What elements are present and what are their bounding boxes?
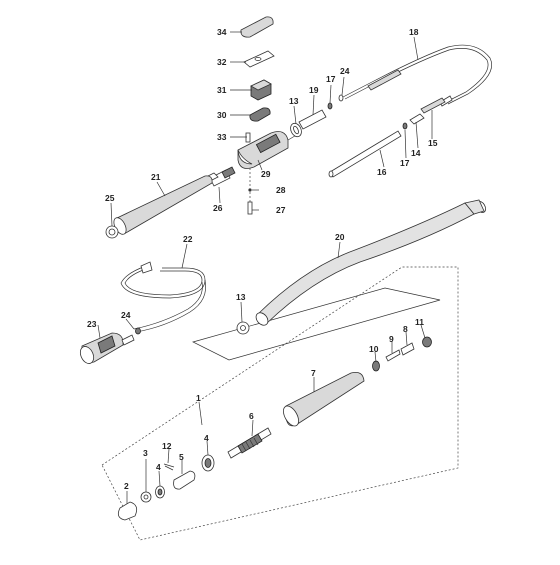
callout-1: 1 <box>196 393 201 403</box>
callout-34: 34 <box>217 27 227 37</box>
part-17-clip-top <box>327 102 333 110</box>
part-25-ring <box>105 225 119 239</box>
callout-17-top: 17 <box>326 74 336 84</box>
part-18-cable <box>342 44 492 107</box>
part-34-grip-cover <box>240 16 274 38</box>
callout-3: 3 <box>143 448 148 458</box>
callout-13-top: 13 <box>289 96 299 106</box>
part-15-cable-end <box>420 97 446 114</box>
part-20-flex-shaft <box>192 199 486 361</box>
part-8-sleeve <box>400 342 415 356</box>
part-9-pin <box>385 349 401 362</box>
group-1-boundary <box>101 266 459 541</box>
callout-6: 6 <box>249 411 254 421</box>
callout-labels: 34 32 31 30 33 13 19 17 24 18 29 14 15 1… <box>87 27 438 491</box>
callout-28: 28 <box>276 185 286 195</box>
callout-22: 22 <box>183 234 193 244</box>
part-24-clip-top <box>338 94 344 102</box>
part-17-clip <box>402 122 408 130</box>
part-11-nut <box>422 336 432 348</box>
callout-29: 29 <box>261 169 271 179</box>
callout-31: 31 <box>217 85 227 95</box>
part-33-pin <box>245 132 251 143</box>
part-3-washer <box>140 491 152 503</box>
part-5-sleeve <box>173 470 196 490</box>
callout-17: 17 <box>400 158 410 168</box>
part-19-tube <box>298 109 327 130</box>
callout-33: 33 <box>217 132 227 142</box>
callout-12: 12 <box>162 441 172 451</box>
part-28-screw <box>248 168 252 192</box>
callout-21: 21 <box>151 172 161 182</box>
callout-10: 10 <box>369 344 379 354</box>
part-24-clip <box>135 327 141 335</box>
part-29-motor-housing <box>237 131 301 169</box>
part-16-rod <box>328 130 402 178</box>
callout-14: 14 <box>411 148 421 158</box>
part-12-spring-pin <box>163 463 175 471</box>
callout-2: 2 <box>124 481 129 491</box>
callout-16: 16 <box>377 167 387 177</box>
part-13-bushing-top <box>290 122 302 138</box>
callout-30: 30 <box>217 110 227 120</box>
callout-18: 18 <box>409 27 419 37</box>
callout-7: 7 <box>311 368 316 378</box>
part-27-screw <box>247 192 253 215</box>
part-2-end-cap <box>117 501 138 521</box>
callout-24: 24 <box>121 310 131 320</box>
callout-26: 26 <box>213 203 223 213</box>
part-4-bearing-small <box>155 485 165 499</box>
part-22-power-cord <box>120 261 206 333</box>
part-32-plate <box>243 50 275 68</box>
part-13-bushing <box>236 321 250 335</box>
callout-23: 23 <box>87 319 97 329</box>
callout-19: 19 <box>309 85 319 95</box>
callout-32: 32 <box>217 57 227 67</box>
callout-11: 11 <box>415 317 424 327</box>
part-6-eccentric-shaft <box>227 427 272 459</box>
callout-4: 4 <box>204 433 209 443</box>
part-7-housing-tube <box>283 371 365 427</box>
part-23-plug <box>79 332 135 364</box>
part-31-switch <box>250 79 272 101</box>
callout-9: 9 <box>389 334 394 344</box>
callout-24-top: 24 <box>340 66 350 76</box>
callout-15: 15 <box>428 138 438 148</box>
part-30-rubber-cap <box>249 107 271 122</box>
part-10-washer <box>372 360 380 372</box>
callout-27: 27 <box>276 205 286 215</box>
callout-20: 20 <box>335 232 345 242</box>
callout-25: 25 <box>105 193 115 203</box>
part-4-bearing <box>201 454 215 472</box>
callout-5: 5 <box>179 452 184 462</box>
callout-4-small: 4 <box>156 462 161 472</box>
callout-13: 13 <box>236 292 246 302</box>
callout-8: 8 <box>403 324 408 334</box>
part-14-clamp <box>409 113 425 125</box>
leader-lines <box>97 31 433 504</box>
part-21-handle-tube <box>113 175 213 235</box>
